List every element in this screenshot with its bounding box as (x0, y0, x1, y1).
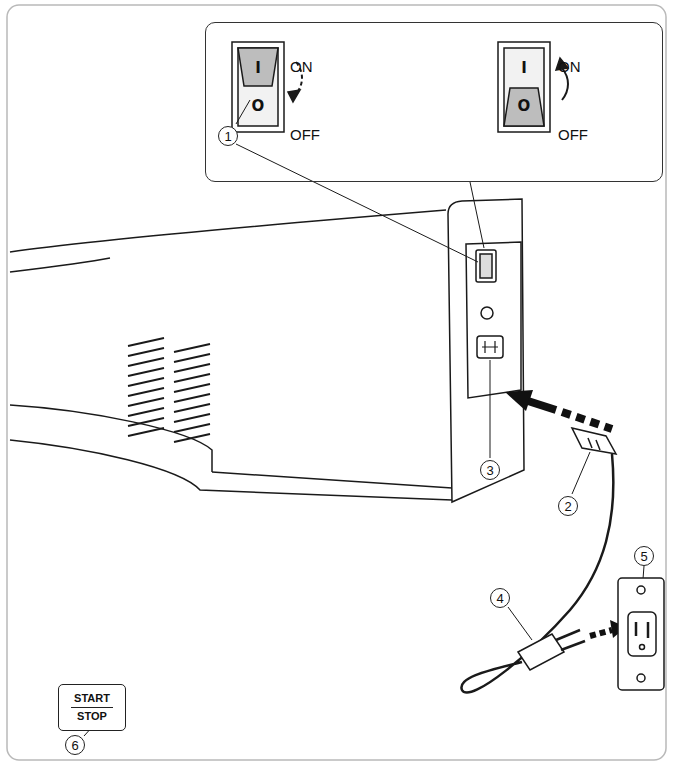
vent-slat (128, 348, 164, 356)
vent-slat (174, 364, 210, 372)
vent-slats (128, 338, 210, 442)
vent-slat (174, 374, 210, 382)
vent-slat (174, 404, 210, 412)
vent-slat (128, 418, 164, 426)
button-label: STOP (77, 710, 107, 723)
leader-lines (84, 100, 644, 736)
sewing-machine (10, 199, 524, 502)
callout-number: 4 (490, 588, 510, 608)
vent-slat (174, 384, 210, 392)
button-divider (71, 707, 113, 708)
vent-slat (174, 414, 210, 422)
vent-slat (128, 338, 164, 346)
switch-inset-art (232, 42, 568, 132)
figure-frame (7, 5, 666, 760)
callout-number: 5 (634, 546, 654, 566)
callout-number: 2 (558, 496, 578, 516)
wall-outlet (618, 578, 664, 690)
switch-off-mark: O (252, 99, 265, 114)
button-label: START (74, 692, 110, 705)
switch-on-mark: I (255, 61, 261, 76)
vent-slat (174, 424, 210, 432)
callout-number: 6 (65, 735, 85, 755)
power-cord (461, 428, 616, 693)
start-stop-button: START STOP (58, 684, 126, 731)
vent-slat (128, 368, 164, 376)
vent-slat (128, 398, 164, 406)
vent-slat (174, 344, 210, 352)
vent-slat (174, 354, 210, 362)
switch-state-label: OFF (290, 127, 320, 142)
switch-inset: ON OFF ON OFF (205, 22, 663, 182)
switch-state-label: ON (290, 59, 313, 74)
vent-slat (174, 434, 210, 442)
vent-slat (128, 408, 164, 416)
vent-slat (128, 378, 164, 386)
vent-slat (128, 388, 164, 396)
switch-off-mark: O (518, 99, 531, 114)
callout-number: 1 (218, 126, 238, 146)
callout-number: 3 (480, 460, 500, 480)
vent-slat (174, 394, 210, 402)
switch-on-mark: I (521, 61, 527, 76)
vent-slat (128, 358, 164, 366)
switch-state-label: OFF (558, 127, 588, 142)
insert-arrow (505, 390, 612, 429)
vent-slat (128, 428, 164, 436)
switch-state-label: ON (558, 59, 581, 74)
